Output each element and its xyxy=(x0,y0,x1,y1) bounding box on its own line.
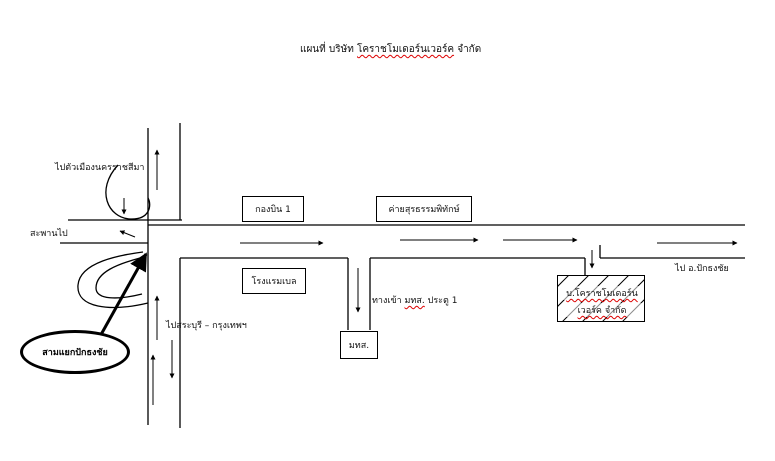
box-camp: ค่ายสุรธรรมพิทักษ์ xyxy=(376,196,472,222)
mtc-gate-name: มทส. xyxy=(404,296,425,306)
map-title: แผนที่ บริษัท โคราชโมเดอร์นเวอร์ค จำกัด xyxy=(300,42,481,57)
box-battalion: กองบิน 1 xyxy=(242,196,304,222)
label-to-pakthongchai: ไป อ.ปักธงชัย xyxy=(675,264,729,274)
arrow-bridge-west xyxy=(119,230,136,238)
company-name-line2: เวอร์ค จำกัด xyxy=(577,306,627,316)
label-to-saraburi: ไปสระบุรี – กรุงเทพฯ xyxy=(166,321,247,331)
box-hotel: โรงแรมเบล xyxy=(242,268,306,294)
mtc-gate-suffix: ประตู 1 xyxy=(424,296,458,306)
box-university: มทส. xyxy=(340,331,378,359)
overpass-loop-inner xyxy=(95,257,143,299)
overpass-loop xyxy=(77,251,149,309)
label-mtc-gate: ทางเข้า มทส. ประตู 1 xyxy=(372,297,457,306)
junction-label: สามแยกปักธงชัย xyxy=(42,348,108,358)
title-prefix: แผนที่ บริษัท xyxy=(300,44,357,55)
title-company-name: โคราชโมเดอร์นเวอร์ค xyxy=(357,44,455,55)
company-location: บ.โคราชโมเดอร์น เวอร์ค จำกัด xyxy=(557,275,645,322)
junction-pointer-arrow xyxy=(96,252,148,341)
junction-callout: สามแยกปักธงชัย xyxy=(20,330,130,374)
title-suffix: จำกัด xyxy=(454,44,482,55)
company-name-line1: บ.โคราชโมเดอร์น xyxy=(566,289,638,299)
label-to-city: ไปตัวเมืองนครราชสีมา xyxy=(55,163,145,173)
overpass-upper-curve xyxy=(105,164,151,220)
mtc-gate-prefix: ทางเข้า xyxy=(372,296,405,306)
label-bridge: สะพานไป xyxy=(30,229,68,239)
